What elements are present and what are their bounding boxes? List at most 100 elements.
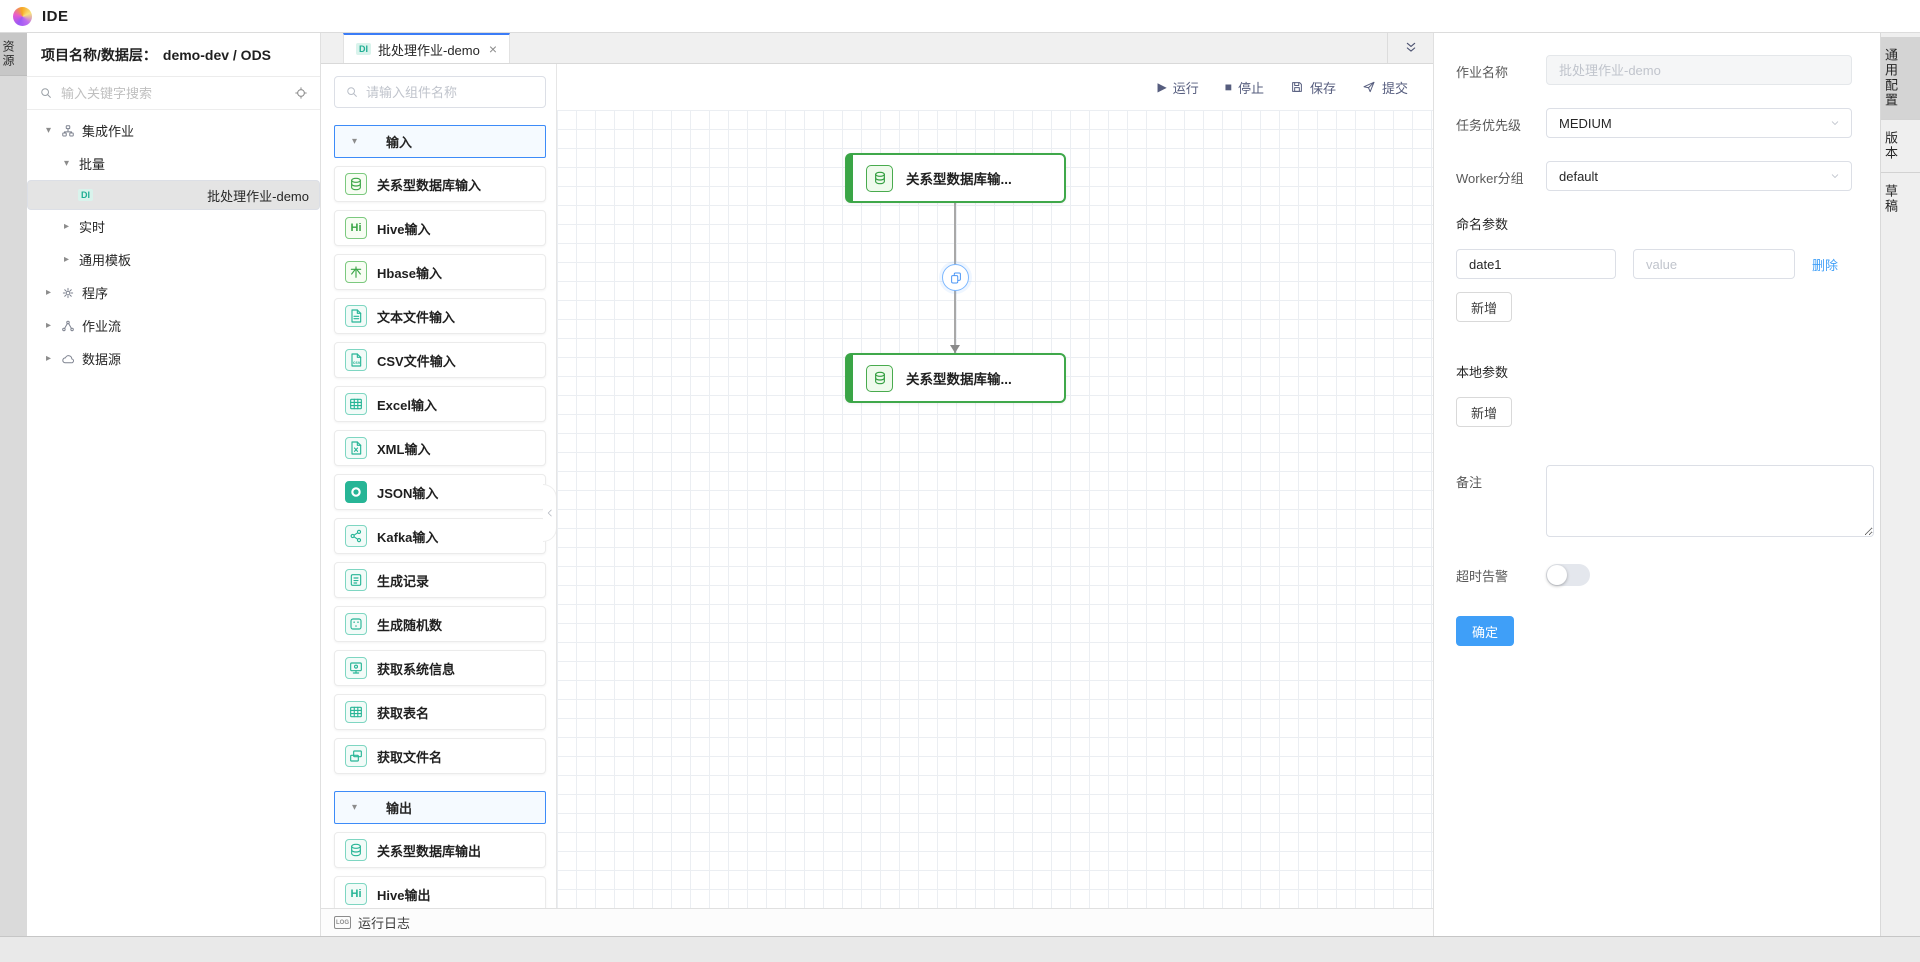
palette-item-rdb-output[interactable]: 关系型数据库输出 bbox=[334, 832, 546, 868]
node-rdb-input-target[interactable]: 关系型数据库输... bbox=[845, 353, 1066, 403]
chevron-down-icon bbox=[1829, 117, 1841, 129]
param-key-input[interactable] bbox=[1456, 249, 1616, 279]
explorer-panel: 项目名称/数据层： demo-dev / ODS 集成作业 批量 bbox=[27, 33, 321, 936]
palette-item-rdb-input[interactable]: 关系型数据库输入 bbox=[334, 166, 546, 202]
datasource-icon bbox=[61, 352, 75, 366]
record-doc-icon bbox=[345, 569, 367, 591]
palette-item-get-table-name[interactable]: 获取表名 bbox=[334, 694, 546, 730]
palette-section-input[interactable]: 输入 bbox=[334, 125, 546, 158]
palette-item-hive-input[interactable]: Hi Hive输入 bbox=[334, 210, 546, 246]
tree-item-label: 批量 bbox=[79, 157, 106, 172]
run-button[interactable]: ▶ 运行 bbox=[1157, 80, 1199, 96]
palette-section-output[interactable]: 输出 bbox=[334, 791, 546, 824]
node-rdb-input-source[interactable]: 关系型数据库输... bbox=[845, 153, 1066, 203]
left-rail: 资源 bbox=[0, 33, 27, 936]
tree-item-datasource[interactable]: 数据源 bbox=[27, 342, 320, 375]
remark-textarea[interactable] bbox=[1546, 465, 1874, 537]
priority-select[interactable]: MEDIUM bbox=[1546, 108, 1852, 138]
run-log-label: 运行日志 bbox=[358, 916, 411, 931]
job-config-panel: 作业名称 任务优先级 MEDIUM Worker分组 def bbox=[1433, 33, 1880, 936]
json-icon bbox=[345, 481, 367, 503]
locate-icon[interactable] bbox=[294, 86, 308, 100]
tree-item-label: 程序 bbox=[82, 286, 109, 301]
palette-item-hbase-input[interactable]: Hbase输入 bbox=[334, 254, 546, 290]
palette-item-text-file-input[interactable]: 文本文件输入 bbox=[334, 298, 546, 334]
rail-tab-resources[interactable]: 资源 bbox=[0, 33, 27, 76]
project-title: 项目名称/数据层： demo-dev / ODS bbox=[27, 33, 320, 77]
worker-group-select[interactable]: default bbox=[1546, 161, 1852, 191]
tree-item-batch-job-demo[interactable]: DI 批处理作业-demo bbox=[27, 180, 320, 210]
rail-tab-draft[interactable]: 草稿 bbox=[1881, 172, 1920, 225]
node-accent-bar bbox=[846, 354, 853, 402]
palette-item-kafka-input[interactable]: Kafka输入 bbox=[334, 518, 546, 554]
palette-item-json-input[interactable]: JSON输入 bbox=[334, 474, 546, 510]
edge-copy-badge[interactable] bbox=[942, 264, 969, 291]
tree-item-program[interactable]: 程序 bbox=[27, 276, 320, 309]
palette-item-generate-record[interactable]: 生成记录 bbox=[334, 562, 546, 598]
add-local-param-button[interactable]: 新增 bbox=[1456, 397, 1512, 427]
caret-right-icon[interactable] bbox=[43, 353, 54, 364]
palette-item-csv-file-input[interactable]: CSV文件输入 bbox=[334, 342, 546, 378]
tab-close-icon[interactable]: × bbox=[488, 41, 498, 57]
tree-item-batch[interactable]: 批量 bbox=[27, 147, 320, 180]
palette-item-get-system-info[interactable]: 获取系统信息 bbox=[334, 650, 546, 686]
keyword-search-input[interactable] bbox=[61, 85, 286, 101]
rail-tab-version[interactable]: 版本 bbox=[1881, 119, 1920, 172]
add-named-param-button[interactable]: 新增 bbox=[1456, 292, 1512, 322]
toggle-knob bbox=[1547, 565, 1567, 585]
palette-item-xml-input[interactable]: XML输入 bbox=[334, 430, 546, 466]
job-name-input[interactable] bbox=[1546, 55, 1852, 85]
editor-tabbar: DI 批处理作业-demo × bbox=[321, 33, 1433, 64]
flow-canvas[interactable]: ▶ 运行 ■ 停止 保存 提交 bbox=[557, 64, 1433, 908]
table-icon bbox=[345, 701, 367, 723]
hive-icon: Hi bbox=[345, 217, 367, 239]
worker-group-value: default bbox=[1559, 168, 1599, 184]
database-icon bbox=[345, 173, 367, 195]
tree-item-label: 数据源 bbox=[82, 352, 122, 367]
editor-tab-batch-job-demo[interactable]: DI 批处理作业-demo × bbox=[343, 33, 511, 63]
component-palette: 输入 关系型数据库输入 Hi Hive输入 Hbase输入 bbox=[321, 64, 557, 908]
save-button[interactable]: 保存 bbox=[1290, 78, 1336, 97]
stop-button[interactable]: ■ 停止 bbox=[1224, 80, 1264, 96]
caret-down-icon[interactable] bbox=[43, 125, 54, 136]
timeout-alarm-toggle[interactable] bbox=[1546, 564, 1590, 586]
tree-item-label: 集成作业 bbox=[82, 124, 135, 139]
edge-arrow-icon bbox=[950, 345, 960, 353]
collapse-panel-button[interactable] bbox=[1387, 33, 1433, 63]
submit-button[interactable]: 提交 bbox=[1362, 78, 1408, 97]
confirm-button[interactable]: 确定 bbox=[1456, 616, 1514, 646]
caret-down-icon bbox=[349, 136, 360, 147]
palette-item-hive-output[interactable]: Hi Hive输出 bbox=[334, 876, 546, 908]
tree-item-template[interactable]: 通用模板 bbox=[27, 243, 320, 276]
run-log-bar[interactable]: LOG 运行日志 bbox=[321, 908, 1433, 936]
job-name-label: 作业名称 bbox=[1456, 65, 1509, 80]
tree-item-realtime[interactable]: 实时 bbox=[27, 210, 320, 243]
gear-icon bbox=[61, 286, 75, 300]
palette-item-get-file-name[interactable]: 获取文件名 bbox=[334, 738, 546, 774]
node-accent-bar bbox=[846, 154, 853, 202]
tree-item-label: 作业流 bbox=[82, 319, 122, 334]
palette-item-generate-random[interactable]: 生成随机数 bbox=[334, 606, 546, 642]
delete-param-link[interactable]: 删除 bbox=[1812, 257, 1839, 273]
tree-item-workflow[interactable]: 作业流 bbox=[27, 309, 320, 342]
floppy-icon bbox=[1290, 80, 1304, 94]
tree-item-label: 实时 bbox=[79, 220, 106, 235]
caret-down-icon[interactable] bbox=[61, 158, 72, 169]
desktop-strip bbox=[0, 936, 1920, 962]
rail-tab-general-config[interactable]: 通用配置 bbox=[1881, 37, 1920, 119]
remark-label: 备注 bbox=[1456, 475, 1483, 490]
component-search-input[interactable] bbox=[366, 84, 535, 100]
palette-item-excel-input[interactable]: Excel输入 bbox=[334, 386, 546, 422]
timeout-alarm-label: 超时告警 bbox=[1456, 568, 1509, 584]
caret-right-icon[interactable] bbox=[43, 320, 54, 331]
caret-right-icon[interactable] bbox=[43, 287, 54, 298]
tree-item-integration-jobs[interactable]: 集成作业 bbox=[27, 114, 320, 147]
caret-right-icon[interactable] bbox=[61, 254, 72, 265]
chevron-left-icon bbox=[544, 507, 556, 519]
param-value-input[interactable] bbox=[1633, 249, 1795, 279]
priority-label: 任务优先级 bbox=[1456, 118, 1522, 133]
canvas-grid bbox=[557, 110, 1433, 908]
caret-right-icon[interactable] bbox=[61, 221, 72, 232]
palette-collapse-handle[interactable] bbox=[543, 484, 556, 542]
